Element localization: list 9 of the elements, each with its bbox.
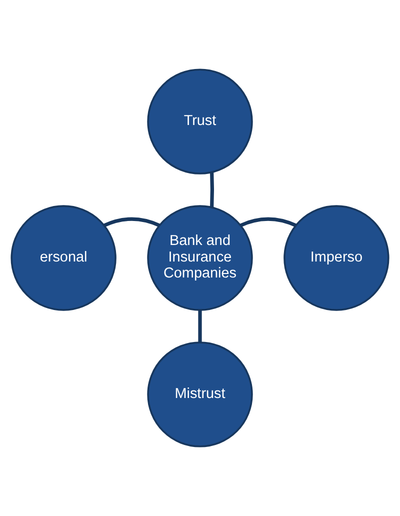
node-circle: Trust <box>147 68 253 174</box>
node-circle: ersonal <box>10 205 116 311</box>
connector <box>240 217 296 228</box>
node-circle: Bank and Insurance Companies <box>147 205 253 311</box>
node-circle: Mistrust <box>147 342 253 448</box>
connector <box>104 217 160 228</box>
connector <box>210 172 214 208</box>
node-circle: Imperso <box>284 205 390 311</box>
connector <box>198 310 202 342</box>
